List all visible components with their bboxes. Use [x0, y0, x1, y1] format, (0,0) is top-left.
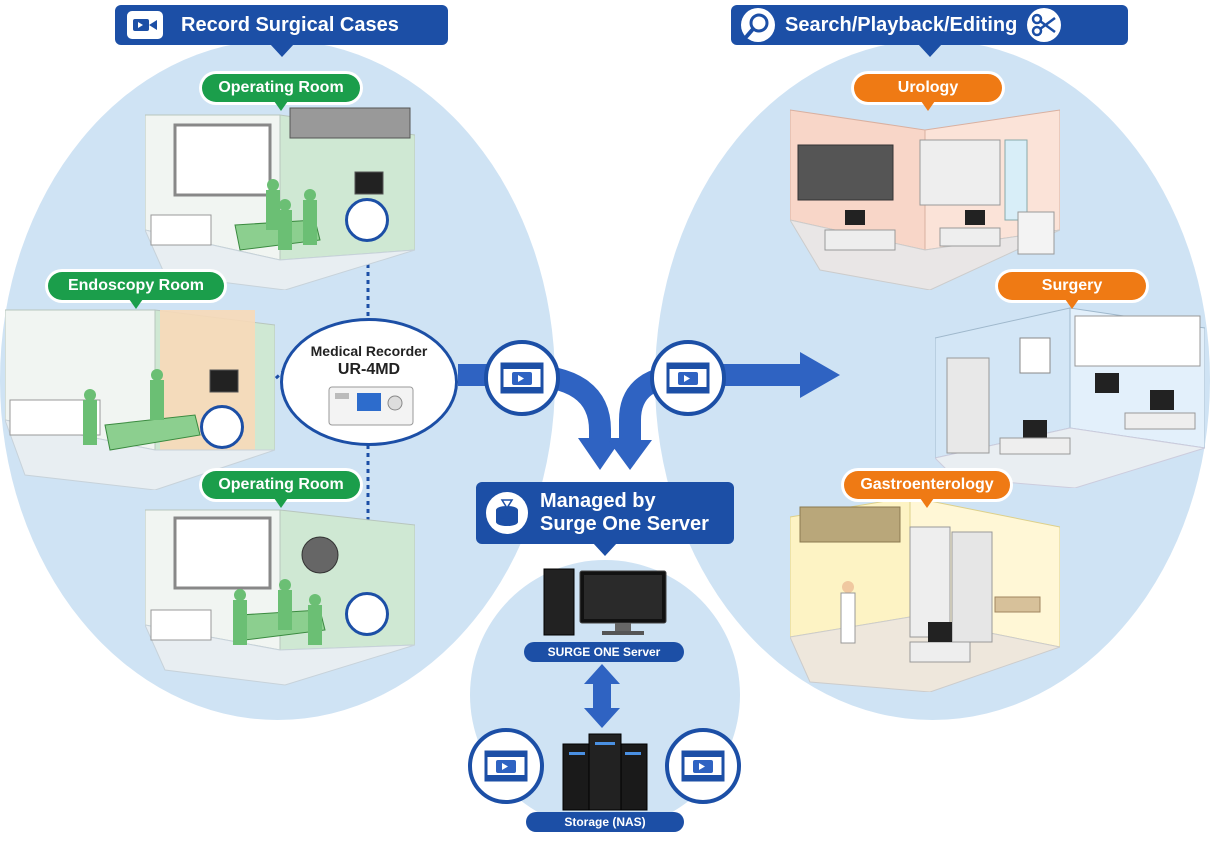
- surgery-room-illustration: [934, 298, 1206, 489]
- scissors-icon: [1027, 8, 1062, 42]
- department-label-urology: Urology: [854, 74, 1002, 111]
- video-file-icon-left: [484, 340, 560, 416]
- room-label-operating-1: Operating Room: [202, 74, 360, 111]
- video-file-icon-storage-right: [665, 728, 741, 804]
- right-banner-text: Search/Playback/Editing: [785, 13, 1018, 36]
- storage-nas-image: [562, 733, 648, 811]
- room-label-endoscopy: Endoscopy Room: [48, 272, 224, 309]
- recorder-callout-3: [345, 592, 389, 636]
- room-label-operating-2: Operating Room: [202, 471, 360, 508]
- server-computer-image: [543, 568, 667, 636]
- search-playback-editing-banner: Search/Playback/Editing: [731, 5, 1128, 57]
- storage-label: Storage (NAS): [526, 812, 684, 832]
- record-surgical-cases-banner: Record Surgical Cases: [115, 5, 448, 57]
- managed-by-banner: Managed by Surge One Server: [476, 482, 734, 556]
- video-camera-icon: [127, 11, 163, 39]
- video-file-icon-right: [650, 340, 726, 416]
- server-label: SURGE ONE Server: [524, 642, 684, 662]
- recorder-callout-1: [345, 198, 389, 242]
- recorder-model: UR-4MD: [337, 361, 401, 378]
- department-label-surgery: Surgery: [998, 272, 1146, 309]
- search-icon: [741, 8, 775, 42]
- operating-room-1-illustration: [144, 100, 416, 291]
- recorder-title: Medical Recorder: [310, 343, 428, 359]
- gastroenterology-room-illustration: [789, 496, 1062, 693]
- left-banner-text: Record Surgical Cases: [181, 13, 399, 36]
- recorder-device-image: [328, 386, 414, 426]
- managed-line-2: Surge One Server: [540, 513, 709, 535]
- department-label-gastroenterology: Gastroenterology: [844, 471, 1010, 508]
- database-download-icon: [486, 492, 528, 534]
- managed-line-1: Managed by: [540, 490, 656, 512]
- medical-recorder-circle: Medical Recorder UR-4MD: [280, 318, 458, 446]
- operating-room-2-illustration: [144, 500, 416, 690]
- recorder-callout-2: [200, 405, 244, 449]
- urology-room-illustration: [788, 100, 1061, 291]
- video-file-icon-storage-left: [468, 728, 544, 804]
